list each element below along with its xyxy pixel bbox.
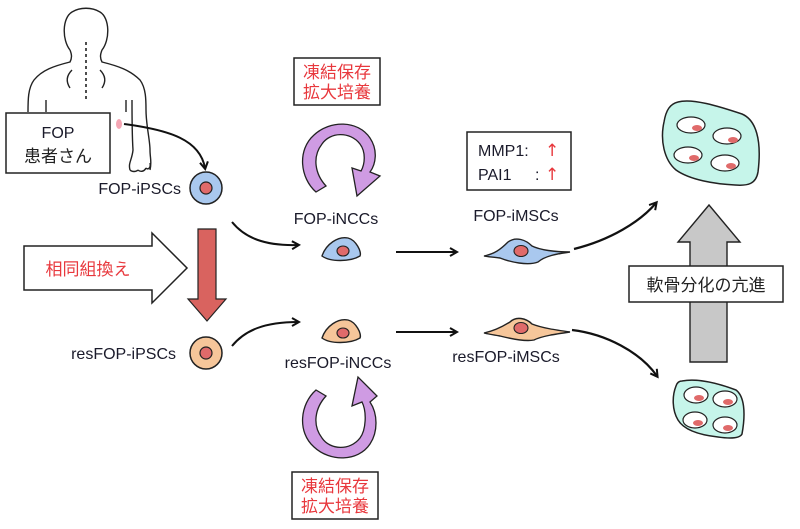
res-imsc-nucleus [513,321,529,335]
arrow-fop-ipsc-to-incc [231,221,298,245]
pai1-up-arrow: ↑ [545,165,559,185]
cartilage-pellet-small [672,379,745,439]
culture-bottom-line1: 凍結保存 [301,477,369,497]
injection-mark [116,119,122,129]
culture-top-line2: 拡大培養 [303,83,371,103]
patient-box [5,112,111,174]
res-incc-label: resFOP-iNCCs [285,355,392,372]
culture-top-line1: 凍結保存 [303,63,371,83]
mmp1-label: MMP1: [478,143,529,160]
outcome-label: 軟骨分化の亢進 [647,276,766,296]
res-ipsc-label: resFOP-iPSCs [71,346,176,363]
marker-box [466,131,572,191]
red-down-arrow [186,228,228,322]
cycle-arrow-bottom [301,375,378,459]
culture-box-top [293,57,381,106]
arrow-res-ipsc-to-incc [231,322,298,347]
fop-imsc-label: FOP-iMSCs [473,208,558,225]
patient-box-line2: 患者さん [24,147,92,167]
res-imsc-label: resFOP-iMSCs [452,349,560,366]
fop-incc-nucleus [336,245,350,257]
fop-imsc-nucleus [513,244,529,258]
cartilage-pellet-large [661,100,760,186]
mmp1-up-arrow: ↑ [545,141,559,161]
fop-incc-label: FOP-iNCCs [294,211,378,228]
fop-ipsc-label: FOP-iPSCs [98,181,181,198]
pai1-separator: : [535,167,539,184]
arrow-fop-imsc-to-cartilage [573,203,656,251]
res-incc-nucleus [336,327,350,339]
arrow-res-imsc-to-cartilage [571,328,657,376]
patient-box-line1: FOP [42,125,75,142]
culture-bottom-line2: 拡大培養 [301,497,369,517]
cycle-arrow-top [301,123,382,198]
arrow-patient-to-ipsc [123,123,205,168]
fop-ipsc-nucleus [199,181,213,195]
recombination-label: 相同組換え [46,260,131,280]
pai1-label: PAI1 [478,167,512,184]
recombination-arrow [23,231,189,305]
culture-box-bottom [291,471,379,520]
outcome-box [628,265,784,303]
patient-figure [27,7,152,173]
res-ipsc-nucleus [199,346,213,360]
